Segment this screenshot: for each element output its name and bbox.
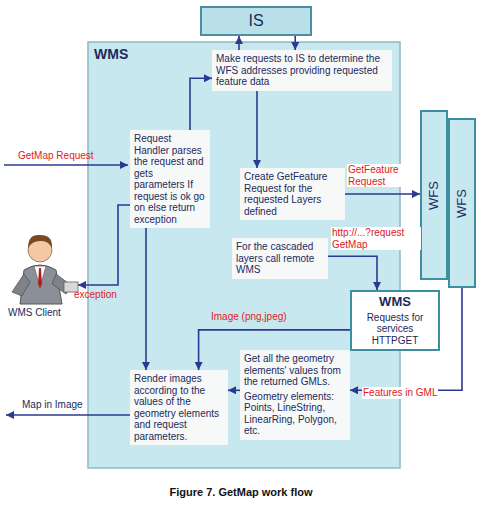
exception-arrow <box>78 205 130 285</box>
server-box: IS <box>200 6 312 36</box>
flow-arrow <box>345 193 420 195</box>
box-text: Create GetFeature Request for the reques… <box>244 171 341 217</box>
map-output-arrow <box>6 414 130 416</box>
box-text: Render images according to the values of… <box>134 373 224 442</box>
flow-arrow <box>228 389 240 391</box>
edge-label: Image (png,jpeg) <box>210 311 288 323</box>
edge-label: http://...?request GetMap <box>331 227 421 250</box>
box-text: WFS <box>455 189 470 218</box>
box-text: Get all the geometry elements' values fr… <box>244 353 346 388</box>
box-text: For the cascaded layers call remote WMS <box>236 241 324 276</box>
flow-arrow <box>328 256 377 290</box>
edge-label: Features in GML <box>362 387 438 399</box>
process-box: Create GetFeature Request for the reques… <box>240 168 345 220</box>
request-label: GetMap Request <box>18 150 94 162</box>
box-body-text: Geometry elements: Points, LineString, L… <box>244 391 346 437</box>
process-box: Get all the geometry elements' values fr… <box>240 350 350 440</box>
wfs-box: WFS <box>420 110 448 280</box>
wfs-box: WFS <box>448 118 476 288</box>
flow-arrow <box>190 78 212 130</box>
process-box: Make requests to IS to determine the WFS… <box>212 50 392 91</box>
process-box: Render images according to the values of… <box>130 370 228 445</box>
flow-arrow <box>145 228 147 370</box>
remote-wms-box: WMS Requests for services HTTPGET <box>350 290 440 351</box>
client-label: WMS Client <box>8 307 61 319</box>
figure-caption: Figure 7. GetMap work flow <box>0 486 482 498</box>
flow-arrow <box>256 91 258 169</box>
exception-label: exception <box>74 289 117 301</box>
edge-label: GetFeature Request <box>347 164 411 187</box>
wms-container: WMSMake requests to IS to determine the … <box>88 42 400 468</box>
output-label: Map in Image <box>22 399 83 411</box>
flow-arrow <box>294 36 296 50</box>
process-box: Request Handler parses the request and g… <box>130 130 210 228</box>
box-text: IS <box>248 12 263 30</box>
client-figure <box>12 235 78 304</box>
box-text: Make requests to IS to determine the WFS… <box>216 53 388 88</box>
box-body-text: Requests for services HTTPGET <box>356 312 434 347</box>
box-text: Request Handler parses the request and g… <box>134 133 206 225</box>
box-text: WFS <box>427 181 442 210</box>
wms-region <box>88 42 400 468</box>
flow-arrow <box>350 288 462 390</box>
flow-arrow <box>238 36 240 50</box>
getmap-request-arrow <box>4 164 128 166</box>
process-box: For the cascaded layers call remote WMS <box>232 238 328 279</box>
box-text: WMS <box>356 295 434 310</box>
